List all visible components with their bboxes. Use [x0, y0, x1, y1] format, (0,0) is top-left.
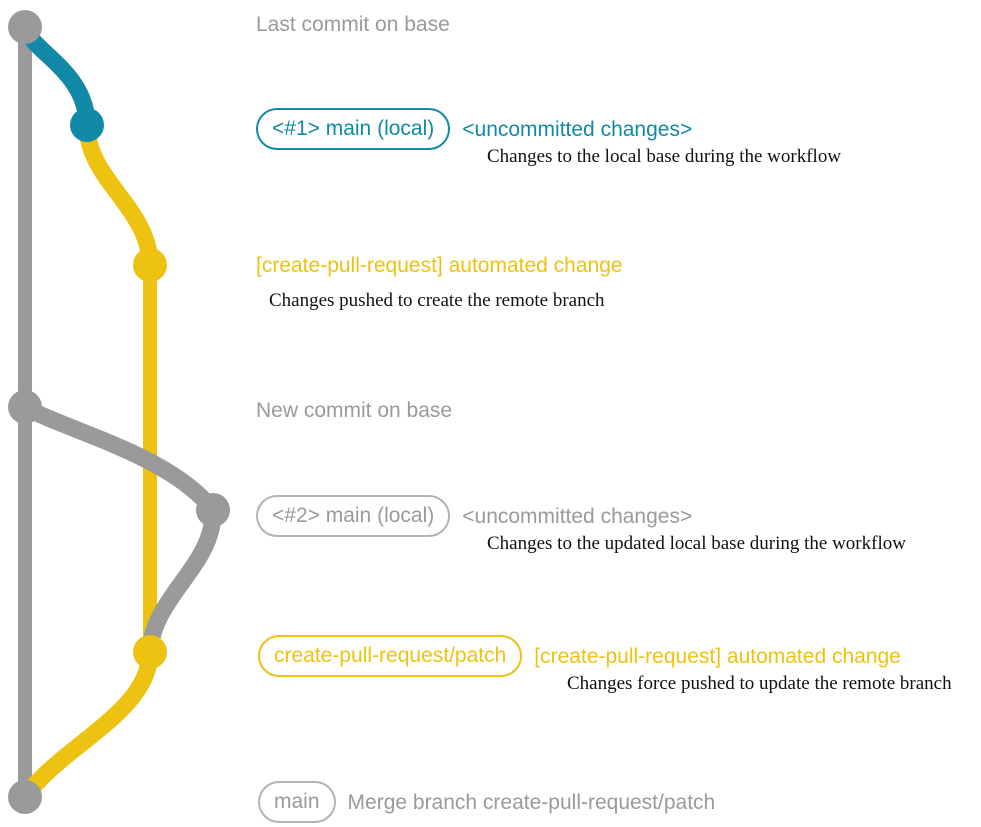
commit-subject-uncommitted-2: <uncommitted changes> — [462, 504, 693, 528]
branch-badge-main-local-2[interactable]: <#2> main (local) — [256, 495, 451, 537]
edge-base-to-local1 — [16, 18, 96, 134]
commit-node-patch-2[interactable] — [133, 635, 167, 669]
edge-local1-to-patch1 — [78, 116, 159, 274]
commit-row-patch-2: create-pull-request/patch [create-pull-r… — [258, 635, 901, 677]
branch-badge-main[interactable]: main — [258, 781, 336, 823]
commit-subject-automated-2: [create-pull-request] automated change — [534, 644, 901, 668]
commit-row-local-1: <#1> main (local) <uncommitted changes> — [256, 108, 692, 150]
commit-node-last-commit-on-base[interactable] — [8, 10, 42, 44]
commit-subject-merge: Merge branch create-pull-request/patch — [347, 790, 716, 814]
edge-local2-to-patch2 — [141, 501, 222, 661]
edge-patch2-to-merge — [16, 643, 159, 806]
edge-basenew-to-local2 — [16, 398, 222, 519]
branch-badge-create-pull-request-patch[interactable]: create-pull-request/patch — [258, 635, 523, 677]
commit-headline-last-commit-on-base: Last commit on base — [256, 13, 450, 36]
commit-node-merge[interactable] — [8, 780, 42, 814]
commit-description-patch-1: Changes pushed to create the remote bran… — [269, 290, 605, 311]
commit-row-merge: main Merge branch create-pull-request/pa… — [258, 781, 715, 823]
commit-node-new-commit-on-base[interactable] — [8, 390, 42, 424]
commit-headline-patch-1: [create-pull-request] automated change — [256, 254, 623, 277]
branch-badge-main-local-1[interactable]: <#1> main (local) — [256, 108, 451, 150]
commit-node-patch-1[interactable] — [133, 248, 167, 282]
commit-node-local-2[interactable] — [196, 493, 230, 527]
commit-description-local-2: Changes to the updated local base during… — [487, 533, 906, 554]
commit-headline-new-commit-on-base: New commit on base — [256, 399, 453, 422]
commit-row-local-2: <#2> main (local) <uncommitted changes> — [256, 495, 692, 537]
commit-node-local-1[interactable] — [70, 108, 104, 142]
commit-subject-uncommitted-1: <uncommitted changes> — [462, 117, 693, 141]
commit-description-local-1: Changes to the local base during the wor… — [487, 146, 842, 167]
commit-description-patch-2: Changes force pushed to update the remot… — [567, 673, 952, 694]
